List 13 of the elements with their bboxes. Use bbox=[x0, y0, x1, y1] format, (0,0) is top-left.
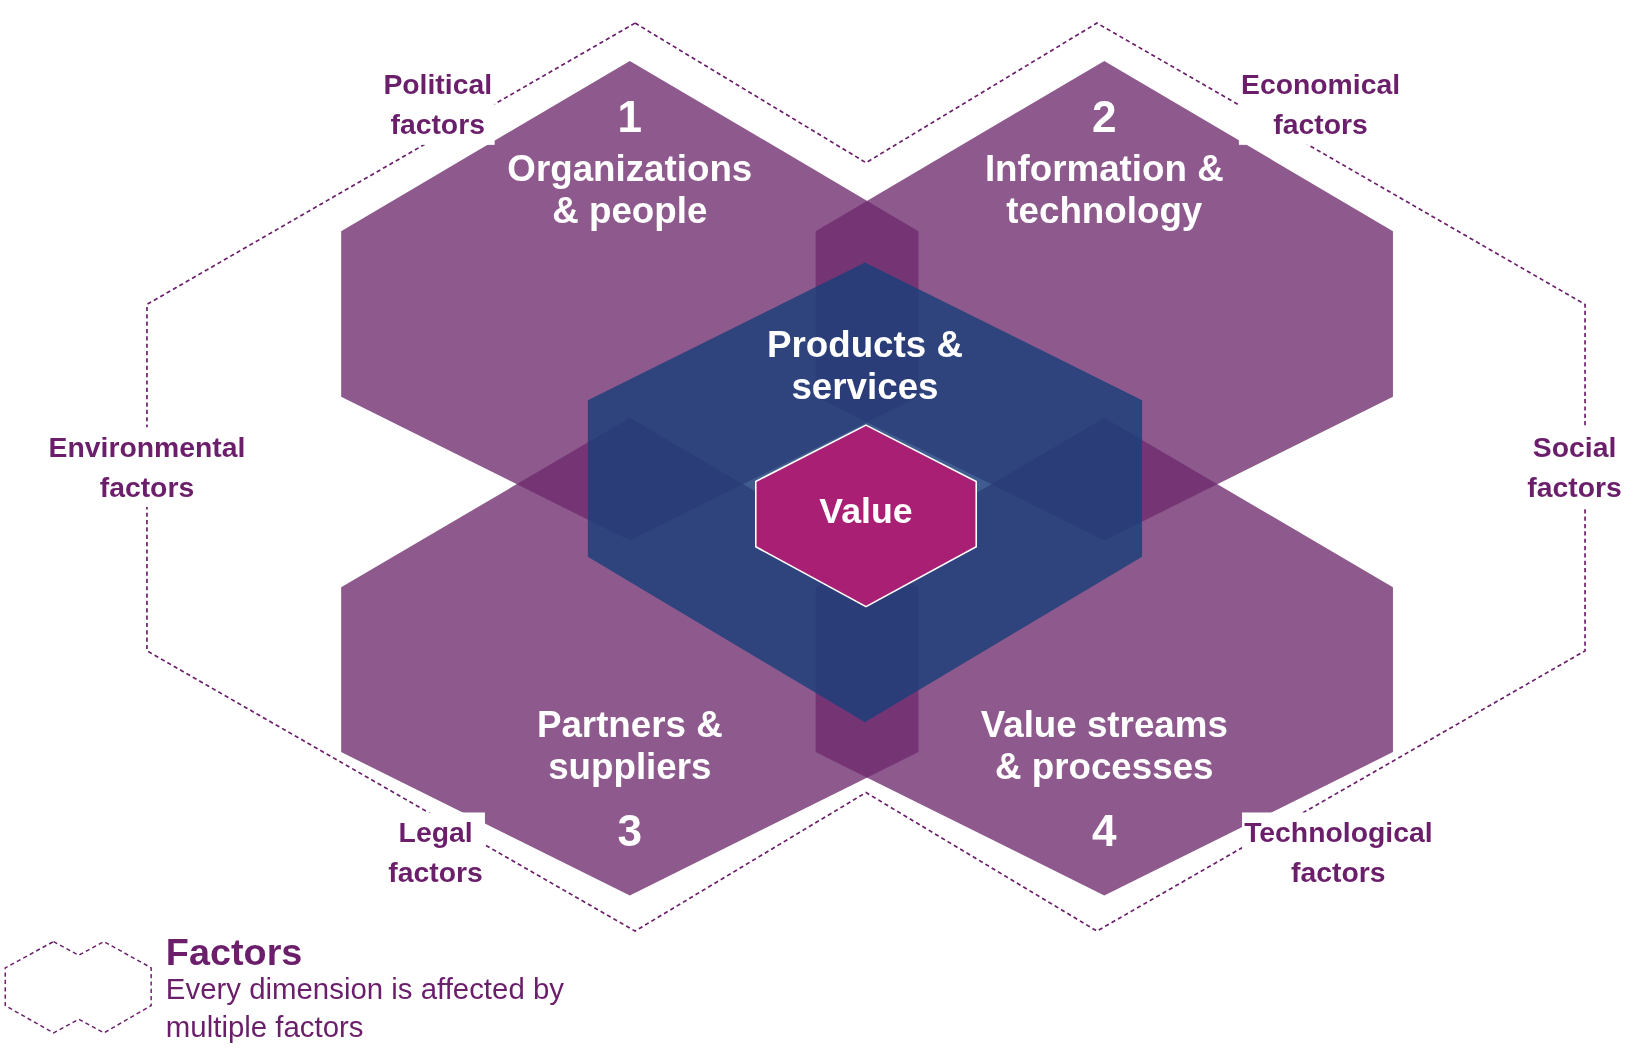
legend-description: Every dimension is affected by multiple factors bbox=[165, 972, 565, 1046]
hexagon-title: Value bbox=[818, 490, 914, 532]
hexagon-title: Value streams & processes bbox=[979, 703, 1229, 788]
dimension-number: 1 bbox=[617, 92, 643, 144]
hexagon-title: Information & technology bbox=[983, 146, 1225, 232]
hexagon-title: Organizations & people bbox=[506, 146, 754, 232]
dimension-number: 4 bbox=[1092, 806, 1117, 857]
legend-title: Factors bbox=[165, 931, 303, 974]
hexagon-title: Partners & suppliers bbox=[535, 703, 724, 788]
dimension-number: 3 bbox=[617, 806, 643, 857]
dimension-number: 2 bbox=[1092, 92, 1117, 144]
factor-label: Social factors bbox=[1525, 427, 1624, 507]
hexagon-title: Products & services bbox=[765, 323, 964, 408]
